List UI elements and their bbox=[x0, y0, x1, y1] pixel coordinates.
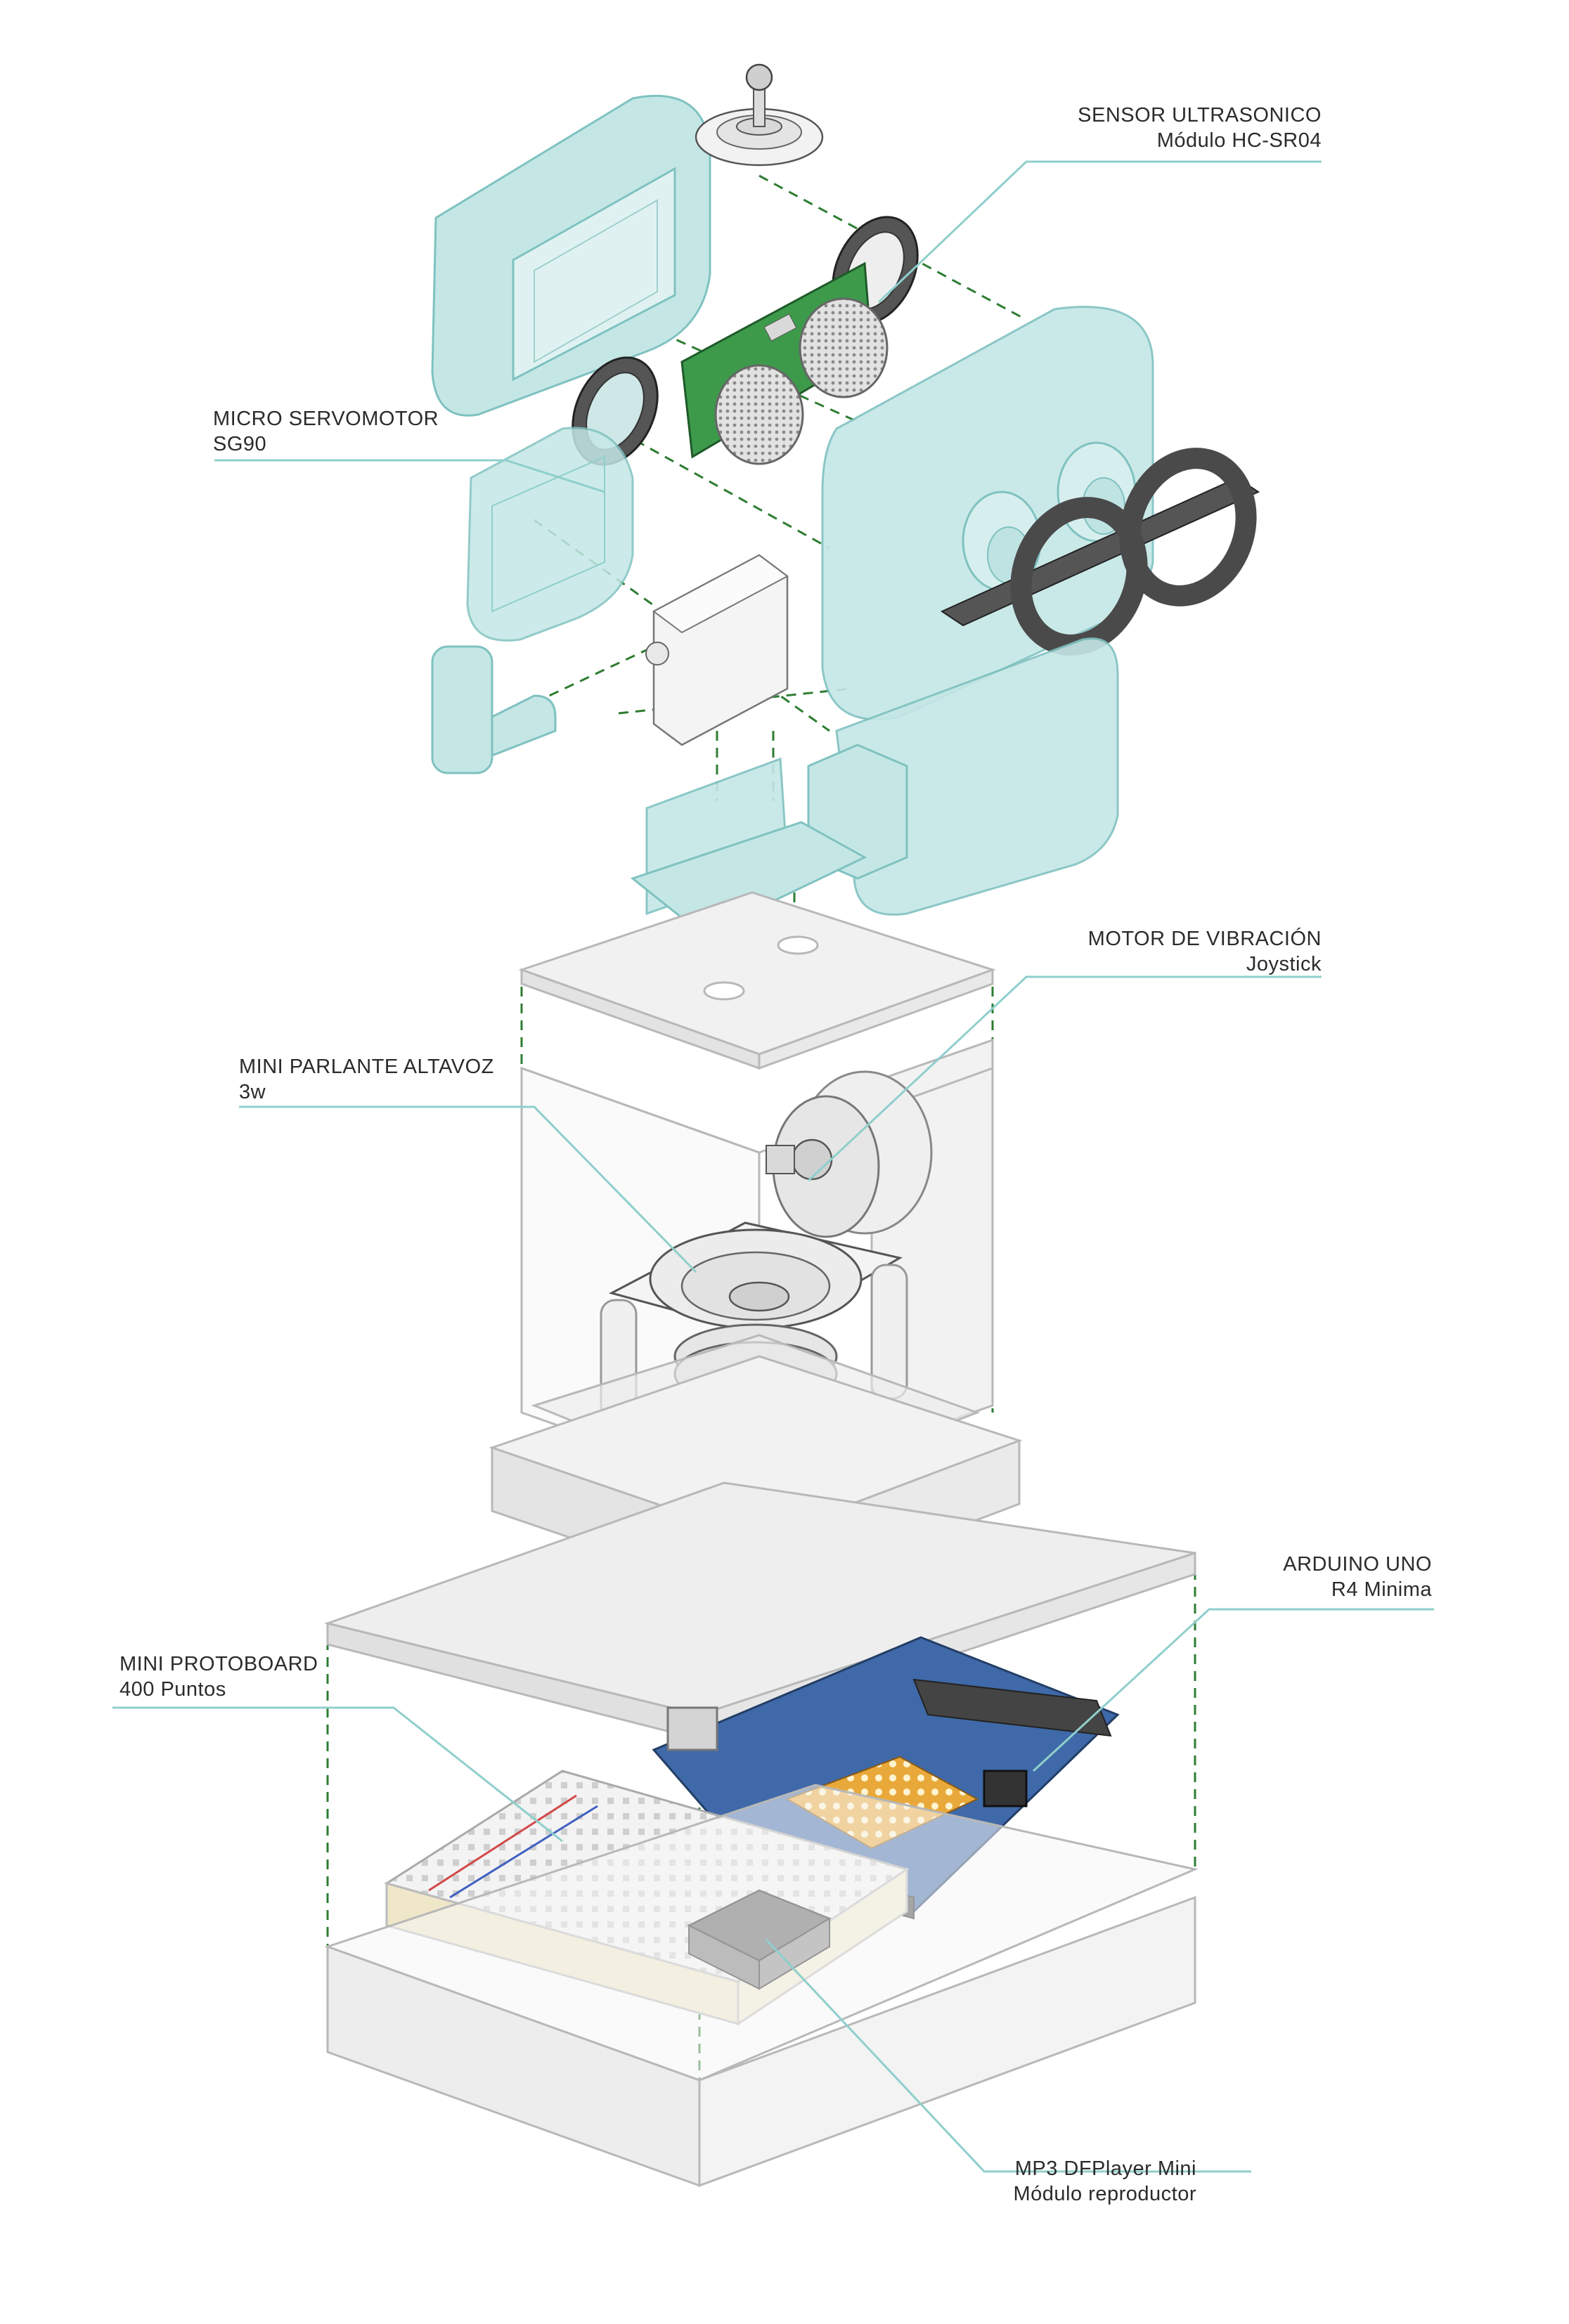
label-title: MINI PROTOBOARD bbox=[120, 1653, 318, 1675]
neck-blocks bbox=[630, 637, 1119, 936]
label-servo-motor: MICRO SERVOMOTOR SG90 bbox=[213, 406, 439, 457]
label-vibration-motor: MOTOR DE VIBRACIÓN Joystick bbox=[1088, 926, 1322, 977]
servo-bracket bbox=[431, 427, 634, 774]
label-subtitle: Joystick bbox=[1246, 953, 1322, 975]
label-title: MP3 DFPlayer Mini bbox=[1014, 2157, 1196, 2180]
label-subtitle: SG90 bbox=[213, 433, 267, 455]
label-title: SENSOR ULTRASONICO bbox=[1078, 104, 1322, 126]
servo-motor-icon bbox=[645, 554, 789, 746]
label-speaker: MINI PARLANTE ALTAVOZ 3w bbox=[239, 1054, 494, 1105]
label-subtitle: 3w bbox=[239, 1081, 266, 1103]
label-subtitle: R4 Minima bbox=[1331, 1578, 1432, 1601]
label-title: ARDUINO UNO bbox=[1283, 1553, 1432, 1576]
label-arduino: ARDUINO UNO R4 Minima bbox=[1283, 1552, 1432, 1602]
label-title: MICRO SERVOMOTOR bbox=[213, 408, 439, 430]
label-ultrasonic-sensor: SENSOR ULTRASONICO Módulo HC-SR04 bbox=[1078, 103, 1322, 153]
head-assembly bbox=[431, 63, 1260, 936]
head-front-frame bbox=[431, 94, 711, 417]
label-title: MOTOR DE VIBRACIÓN bbox=[1087, 928, 1322, 950]
label-mp3-module: MP3 DFPlayer Mini Módulo reproductor bbox=[1014, 2156, 1196, 2207]
label-subtitle: Módulo reproductor bbox=[1013, 2183, 1196, 2205]
label-title: MINI PARLANTE ALTAVOZ bbox=[239, 1056, 494, 1078]
joystick-knob-icon bbox=[695, 63, 824, 167]
label-protoboard: MINI PROTOBOARD 400 Puntos bbox=[120, 1651, 318, 1702]
label-subtitle: 400 Puntos bbox=[120, 1678, 226, 1701]
vibration-motor-icon bbox=[766, 1070, 933, 1238]
label-subtitle: Módulo HC-SR04 bbox=[1156, 129, 1322, 152]
leader-lines bbox=[112, 160, 1434, 2173]
ultrasonic-sensor-icon bbox=[572, 216, 919, 466]
bottom-box bbox=[323, 1481, 1199, 2188]
eye-rings bbox=[940, 448, 1260, 656]
